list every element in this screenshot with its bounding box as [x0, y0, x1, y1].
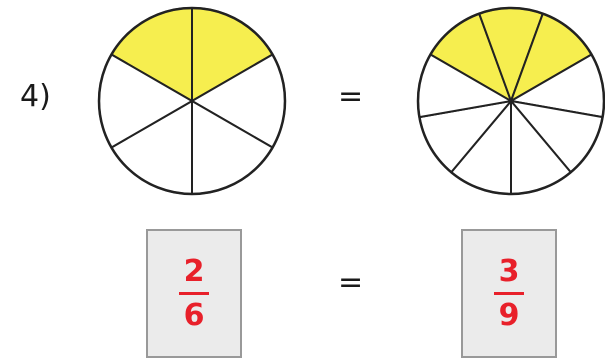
problem-number: 4): [20, 79, 51, 114]
right-fraction: 3 9: [463, 257, 555, 331]
right-fraction-denominator: 9: [498, 298, 520, 333]
left-fraction: 2 6: [148, 257, 240, 331]
left-fraction-bar: [179, 292, 209, 295]
right-fraction-numerator: 3: [498, 254, 520, 289]
right-fraction-circle: [416, 6, 605, 196]
right-fraction-box: 3 9: [461, 229, 557, 358]
equals-sign-bottom: =: [338, 265, 364, 300]
left-fraction-circle: [97, 6, 287, 196]
right-circle-outline: [416, 6, 605, 196]
left-fraction-denominator: 6: [183, 298, 205, 333]
right-fraction-bar: [494, 292, 524, 295]
left-fraction-numerator: 2: [183, 254, 205, 289]
equals-sign-top: =: [338, 79, 364, 114]
left-circle-outline: [97, 6, 287, 196]
left-fraction-box: 2 6: [146, 229, 242, 358]
